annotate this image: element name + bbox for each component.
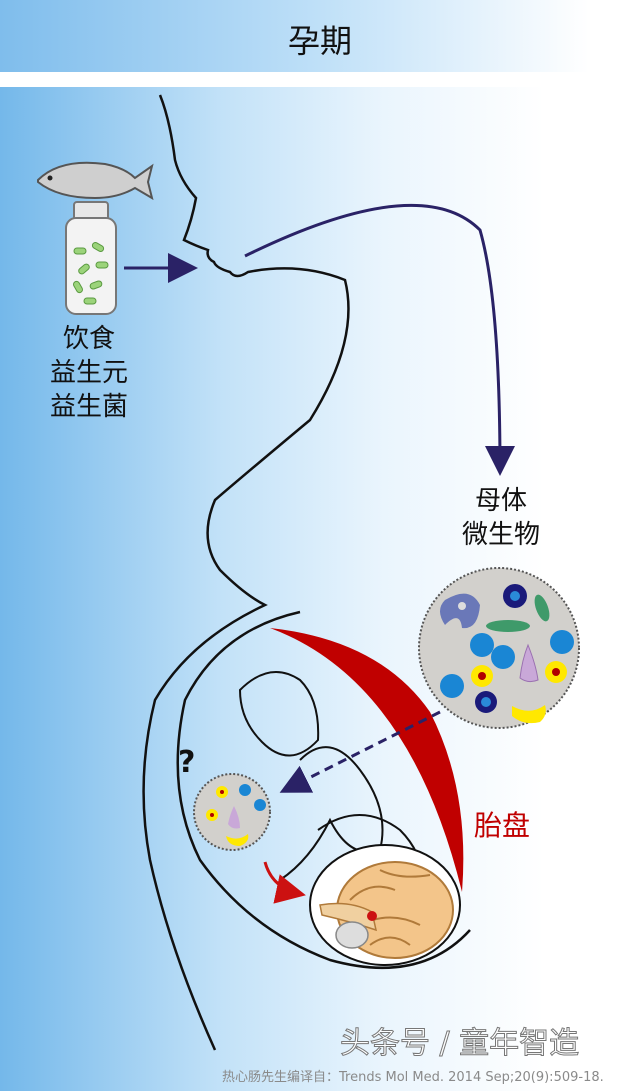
source-caption: 热心肠先生编译自：Trends Mol Med. 2014 Sep;20(9):… <box>222 1070 604 1085</box>
diet-text: 饮食 <box>62 324 115 354</box>
placenta-label: 胎盘 <box>474 809 531 842</box>
fish-icon <box>37 161 154 201</box>
header-banner: 孕期 <box>0 0 640 72</box>
maternal-text: 母体 <box>474 486 527 516</box>
page-title: 孕期 <box>287 22 352 60</box>
fetal-brain-arrow <box>263 861 306 904</box>
watermark: 头条号 / 童年智造 <box>339 1026 580 1062</box>
gut-arrow <box>244 203 515 476</box>
microbes-text: 微生物 <box>461 520 540 550</box>
fetal-microbe-circle-icon <box>193 773 271 851</box>
placenta <box>270 628 464 892</box>
mother-silhouette <box>142 94 350 1051</box>
probiotic-bottle-icon <box>65 201 117 315</box>
prebiotics-text: 益生元 <box>49 358 128 388</box>
uterus-outline <box>176 610 471 970</box>
question-mark: ? <box>178 745 196 780</box>
diet-label: 饮食 益生元 益生菌 <box>34 322 144 424</box>
microbe-circle-icon <box>418 567 580 729</box>
probiotics-text: 益生菌 <box>49 392 128 422</box>
brain-icon <box>319 861 454 959</box>
maternal-microbes-label: 母体 微生物 <box>446 484 556 552</box>
